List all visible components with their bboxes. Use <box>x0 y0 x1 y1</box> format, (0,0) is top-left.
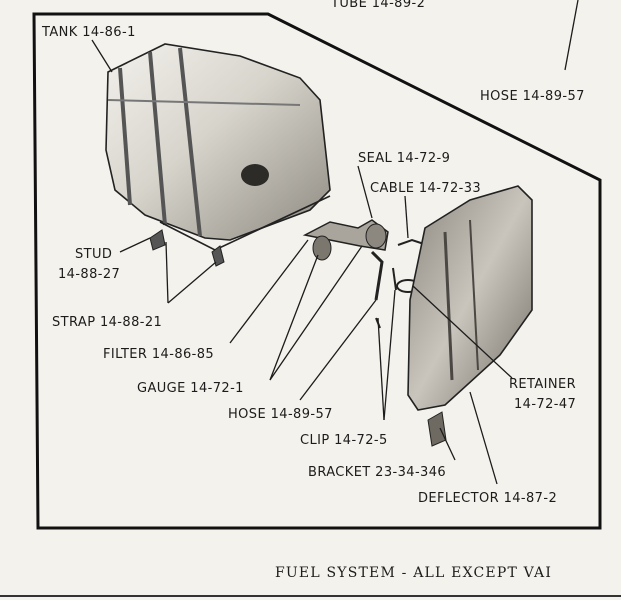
label-hose: HOSE 14-89-57 <box>228 407 333 422</box>
stud-strap-hardware <box>149 229 225 267</box>
label-seal: SEAL 14-72-9 <box>358 151 450 166</box>
label-cable: CABLE 14-72-33 <box>370 181 481 196</box>
label-retainer-line2: 14-72-47 <box>514 397 576 412</box>
caption: FUEL SYSTEM - ALL EXCEPT VAI <box>275 565 552 581</box>
label-clip: CLIP 14-72-5 <box>300 433 388 448</box>
hose-clip-parts <box>370 238 425 329</box>
diagram-frame <box>32 12 602 530</box>
label-retainer-line1: RETAINER <box>509 377 576 392</box>
label-tube: TUBE 14-89-2 <box>330 0 425 11</box>
deflector-drawing <box>407 185 533 411</box>
label-gauge: GAUGE 14-72-1 <box>137 381 244 396</box>
label-tank: TANK 14-86-1 <box>41 25 136 40</box>
leader-lines <box>91 0 579 485</box>
bracket-drawing <box>427 411 447 447</box>
label-hose-top: HOSE 14-89-57 <box>480 89 585 104</box>
label-bracket: BRACKET 23-34-346 <box>308 465 446 480</box>
label-stud-line1: STUD <box>75 247 112 262</box>
label-deflector: DEFLECTOR 14-87-2 <box>418 491 557 506</box>
gauge-filter-assembly <box>302 219 389 261</box>
fuel-tank-drawing <box>105 43 331 251</box>
label-filter: FILTER 14-86-85 <box>103 347 214 362</box>
label-strap: STRAP 14-88-21 <box>52 315 162 330</box>
label-stud-line2: 14-88-27 <box>58 267 120 282</box>
